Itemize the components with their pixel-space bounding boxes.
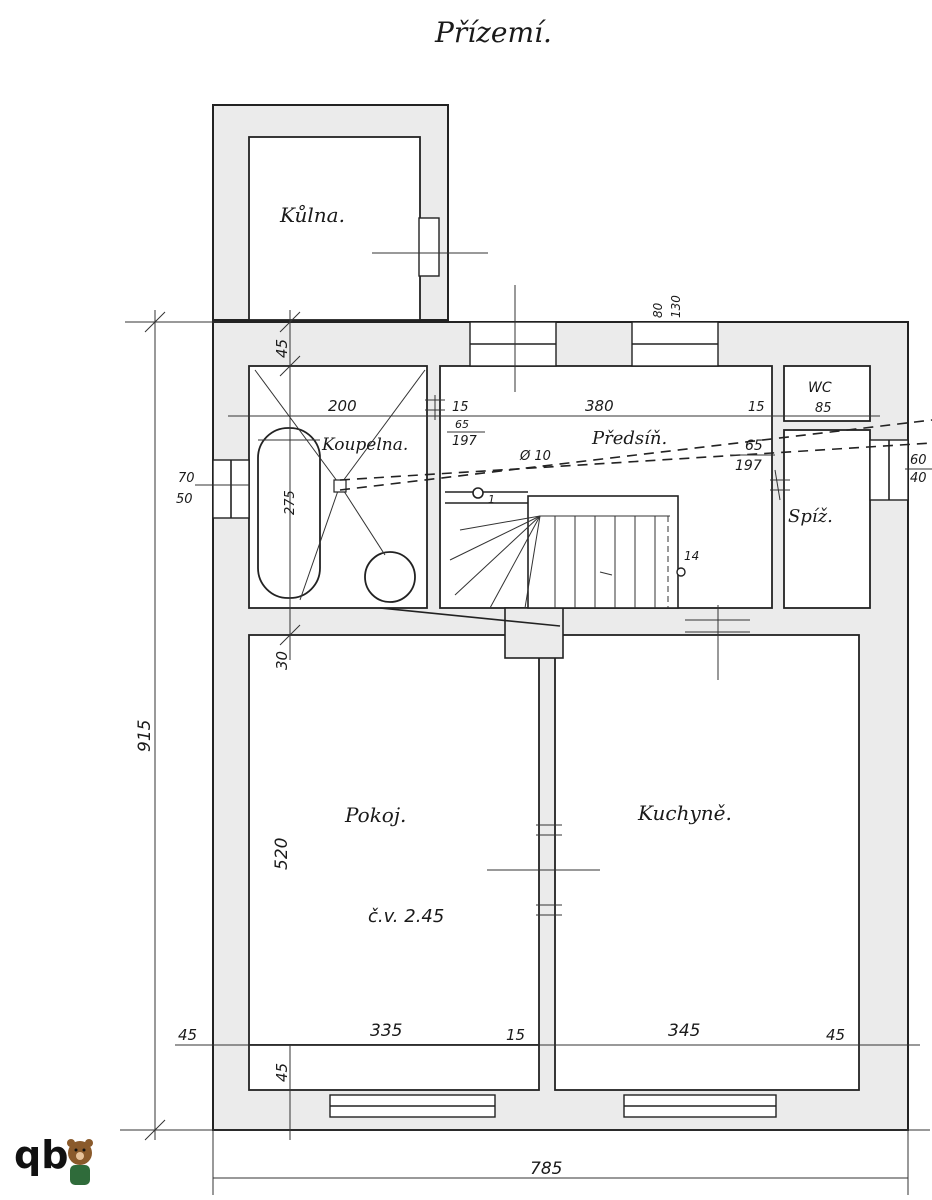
room-label-spiz: Spíž. [788,506,833,527]
dim-15-a: 15 [452,400,469,415]
dim-30: 30 [273,651,291,670]
dim-65-b: 65 [745,438,763,454]
kuchyne-room [554,634,860,1091]
dim-45-top: 45 [273,339,291,358]
room-label-pokoj: Pokoj. [344,803,406,827]
dimension-labels: 45 200 15 65 197 380 15 65 197 80 130 85… [135,295,932,1179]
doorway-block [504,607,564,659]
dim-15-b: 15 [748,400,765,415]
dim-200: 200 [328,397,357,415]
dim-phi10: Ø 10 [519,449,551,464]
dim-50: 50 [176,492,193,507]
dim-335: 335 [370,1021,402,1041]
dim-197-a: 197 [452,434,478,449]
left-window [212,459,250,519]
logo-text: qb [14,1133,68,1177]
dim-785: 785 [530,1159,562,1179]
dim-60: 60 [910,453,927,468]
room-label-kuchyne: Kuchyně. [637,801,732,825]
boiler-circle [364,551,416,603]
dim-15-c: 15 [506,1026,525,1044]
dimension-lines [120,310,930,1195]
bathtub [257,427,321,599]
dim-520: 520 [272,838,292,870]
pokoj-room [248,634,540,1046]
dim-85: 85 [815,401,832,416]
flue-dashed-lines [339,419,932,491]
shower-lines [254,369,426,601]
room-label-predsin: Předsíň. [591,428,667,449]
dim-45-right: 45 [826,1026,845,1044]
kulna-shed [212,104,488,321]
dim-915: 915 [135,720,155,752]
top-windows [469,285,719,392]
bottom-windows [329,1094,777,1118]
right-window [869,439,909,501]
dim-345: 345 [668,1021,700,1041]
dim-275: 275 [283,490,298,515]
dim-130: 130 [669,295,683,318]
door-ticks [425,395,790,916]
staircase [379,487,686,627]
dim-380: 380 [585,397,614,415]
dim-1: 1 [488,493,495,506]
dim-197-b: 197 [735,458,762,474]
pokoj-niche [248,1044,540,1091]
watermark-logo: qb [14,1133,93,1185]
bear-icon [67,1139,93,1185]
room-label-wc: WC [808,380,832,396]
room-label-koupelna: Koupelna. [321,435,408,455]
dim-cv: č.v. 2.45 [368,906,444,927]
room-label-kulna: Kůlna. [279,203,345,227]
plan-title: Přízemí. [434,16,552,49]
dim-14: 14 [684,549,699,563]
dim-45-bottom: 45 [273,1063,291,1082]
dim-65-a: 65 [455,418,469,431]
wc-room [783,365,871,422]
dim-40: 40 [910,471,927,486]
dim-45-left: 45 [178,1026,197,1044]
dim-80: 80 [651,302,665,318]
spiz-room [783,429,871,609]
dim-70: 70 [178,471,195,486]
